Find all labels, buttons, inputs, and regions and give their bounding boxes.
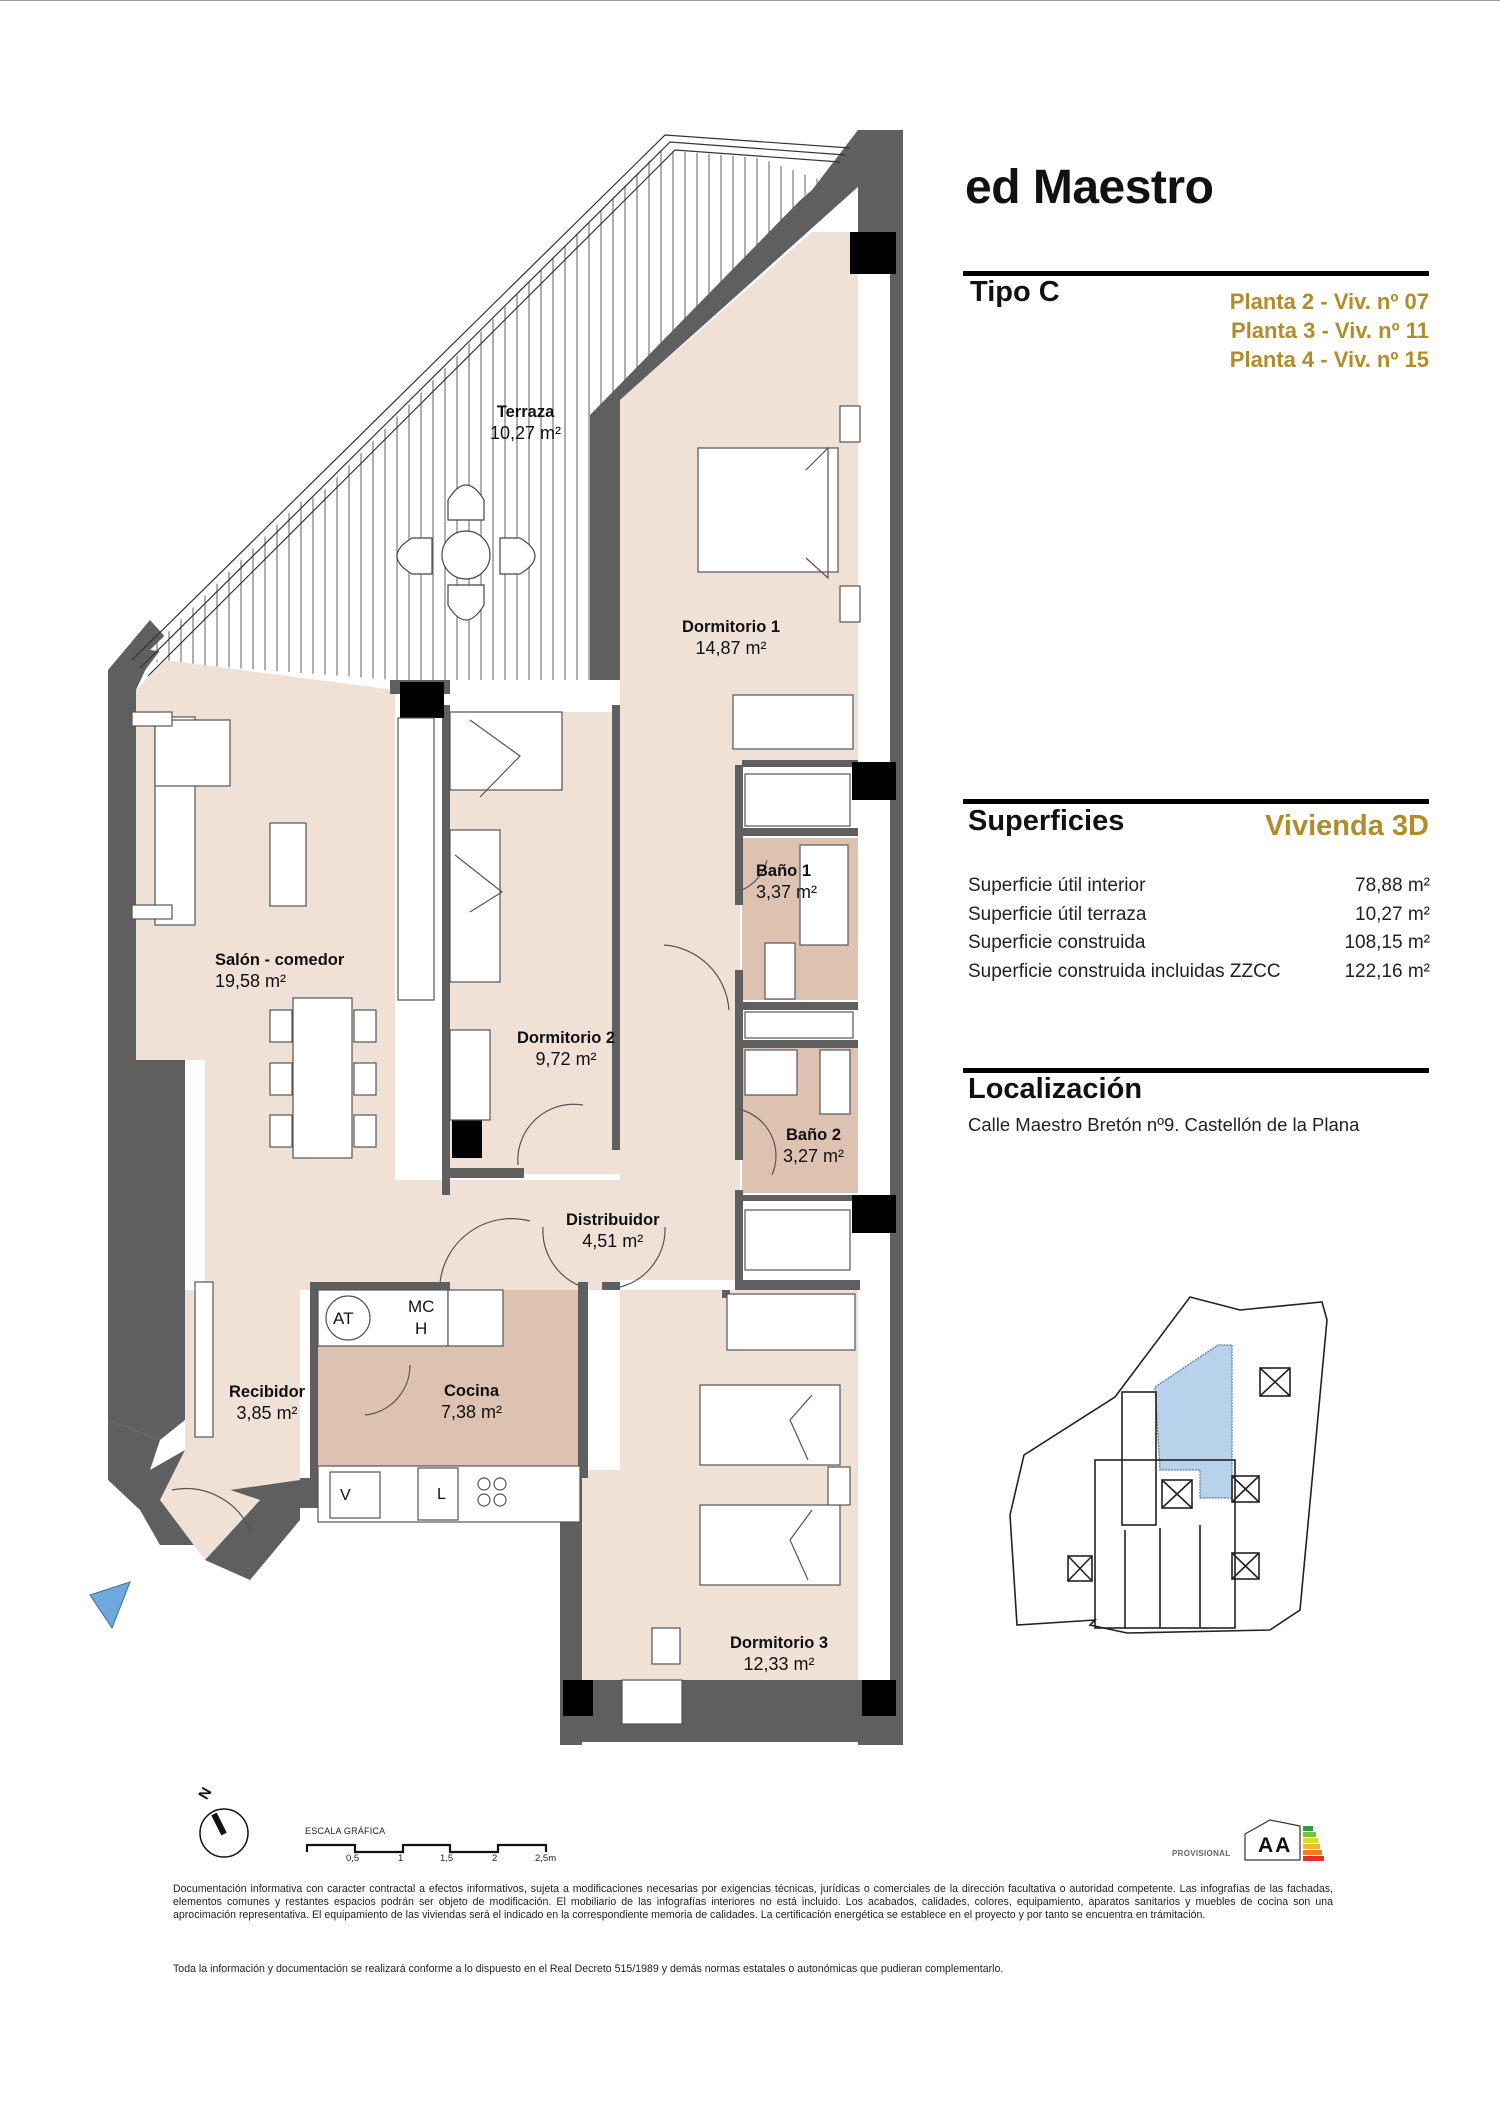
room-label-recibidor: Recibidor 3,85 m² <box>229 1382 305 1424</box>
room-area: 7,38 m² <box>441 1402 503 1422</box>
appliance-mc-label: MC <box>408 1297 435 1316</box>
surface-label: Superficie útil interior <box>968 875 1146 896</box>
scale-tick: 1,5 <box>440 1853 454 1864</box>
room-label-cocina: Cocina 7,38 m² <box>441 1381 502 1423</box>
room-area: 4,51 m² <box>582 1231 644 1251</box>
room-label-distribuidor: Distribuidor 4,51 m² <box>566 1210 660 1252</box>
appliance-v-label: V <box>340 1487 351 1504</box>
brand-logo: ed Maestro <box>965 161 1214 214</box>
room-label-salon: Salón - comedor 19,58 m² <box>215 950 344 992</box>
room-label-terraza: Terraza 10,27 m² <box>490 402 561 444</box>
room-area: 3,27 m² <box>783 1146 845 1166</box>
room-area: 3,37 m² <box>756 882 818 902</box>
scale-tick: 0,5 <box>346 1853 360 1864</box>
page-top-border <box>0 0 1500 1</box>
divider <box>963 799 1429 804</box>
floor-unit-item: Planta 3 - Viv. nº 11 <box>1231 318 1429 343</box>
divider <box>963 271 1429 276</box>
dwelling-type-label: Vivienda 3D <box>1265 810 1429 842</box>
surface-row: Superficie construida incluidas ZZCC 122,… <box>968 958 1430 987</box>
floor-unit-list: Planta 2 - Viv. nº 07 Planta 3 - Viv. nº… <box>1230 287 1429 374</box>
scale-bar <box>305 1843 548 1854</box>
surface-value: 108,15 m² <box>1344 932 1430 953</box>
scale-tick: 2,5m <box>535 1853 557 1864</box>
energy-rating-1: A <box>1258 1834 1276 1857</box>
unit-type-title: Tipo C <box>970 276 1060 308</box>
appliance-h-label: H <box>415 1319 428 1338</box>
surface-value: 78,88 m² <box>1355 875 1430 896</box>
room-name: Terraza <box>496 403 555 421</box>
room-name: Dormitorio 1 <box>682 618 781 636</box>
surface-value: 122,16 m² <box>1344 960 1430 982</box>
room-label-dormitorio-3: Dormitorio 3 12,33 m² <box>730 1633 828 1675</box>
surface-row: Superficie útil interior 78,88 m² <box>968 872 1430 901</box>
scale-title: ESCALA GRÁFICA <box>305 1826 386 1836</box>
surface-label: Superficie construida incluidas ZZCC <box>968 960 1281 982</box>
legal-disclaimer: Documentación informativa con caracter c… <box>173 1883 1333 1922</box>
room-label-bano-1: Baño 1 3,37 m² <box>756 861 817 903</box>
energy-cert-rating: AA <box>1258 1834 1292 1858</box>
floor-unit-item: Planta 2 - Viv. nº 07 <box>1229 289 1429 314</box>
room-label-dormitorio-2: Dormitorio 2 9,72 m² <box>517 1028 615 1070</box>
divider <box>963 1068 1429 1073</box>
energy-rating-2: A <box>1275 1834 1293 1857</box>
location-title: Localización <box>968 1073 1143 1105</box>
location-address: Calle Maestro Bretón nº9. Castellón de l… <box>968 1114 1360 1135</box>
room-name: Baño 1 <box>756 862 812 880</box>
energy-cert-status: PROVISIONAL <box>1172 1849 1231 1858</box>
room-label-dormitorio-1: Dormitorio 1 14,87 m² <box>682 617 780 659</box>
room-name: Dormitorio 2 <box>517 1029 616 1047</box>
key-plan <box>1009 1296 1328 1634</box>
scale-tick: 2 <box>492 1853 498 1864</box>
room-name: Cocina <box>444 1382 500 1400</box>
appliance-at-label: AT <box>333 1309 354 1328</box>
room-area: 14,87 m² <box>695 638 767 658</box>
room-name: Baño 2 <box>786 1126 842 1144</box>
room-area: 3,85 m² <box>236 1403 298 1423</box>
scale-tick: 1 <box>398 1853 404 1864</box>
surface-value: 10,27 m² <box>1355 903 1430 925</box>
room-name: Dormitorio 3 <box>730 1634 829 1652</box>
room-label-bano-2: Baño 2 3,27 m² <box>783 1125 844 1167</box>
floor-unit-item: Planta 4 - Viv. nº 15 <box>1229 347 1429 372</box>
surfaces-title: Superficies <box>968 805 1125 837</box>
room-area: 12,33 m² <box>743 1654 815 1674</box>
room-name: Salón - comedor <box>215 951 345 969</box>
room-area: 19,58 m² <box>215 971 287 991</box>
interior-walls <box>310 680 860 1478</box>
surface-label: Superficie construida <box>968 932 1146 953</box>
room-area: 10,27 m² <box>490 423 562 443</box>
surface-row: Superficie construida 108,15 m² <box>968 929 1430 958</box>
north-compass <box>199 1808 249 1858</box>
furniture <box>131 405 861 1725</box>
room-name: Recibidor <box>229 1383 306 1401</box>
surface-row: Superficie útil terraza 10,27 m² <box>968 901 1430 930</box>
energy-certificate-icon <box>1244 1819 1324 1861</box>
room-name: Distribuidor <box>566 1211 660 1229</box>
entry-marker <box>89 1581 131 1630</box>
room-area: 9,72 m² <box>535 1049 597 1069</box>
surfaces-table: Superficie útil interior 78,88 m² Superfi… <box>968 872 1430 986</box>
appliance-l-label: L <box>437 1486 446 1503</box>
surface-label: Superficie útil terraza <box>968 903 1147 925</box>
legal-note: Toda la información y documentación se r… <box>173 1963 1004 1975</box>
structural-pillars <box>400 232 896 1716</box>
terrace-furniture <box>396 484 536 621</box>
